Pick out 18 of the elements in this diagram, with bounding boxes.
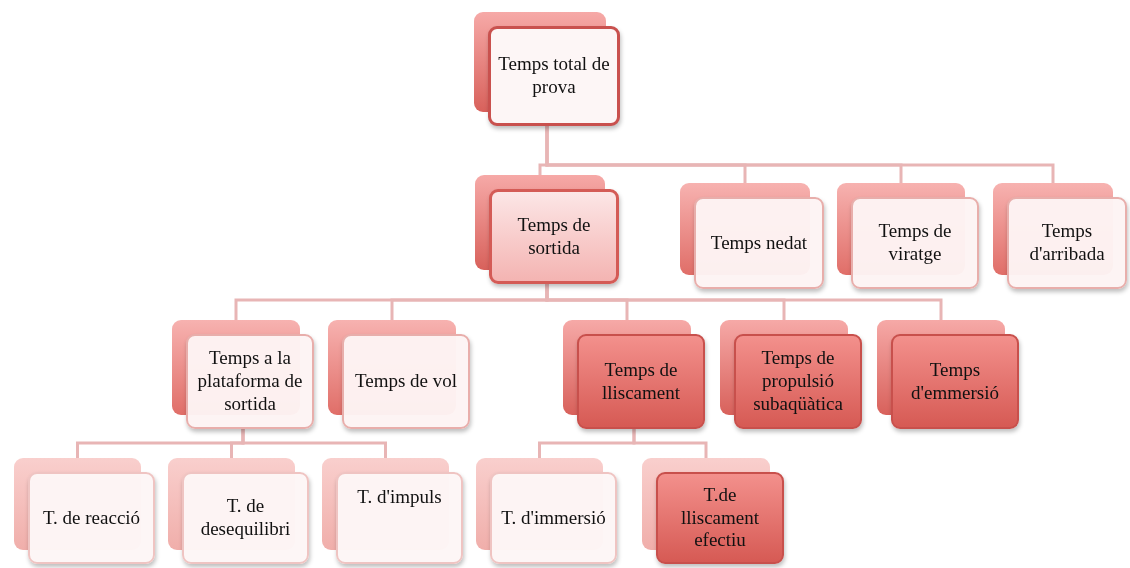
- box-label: Temps de sortida: [516, 213, 592, 260]
- connector-line: [241, 429, 387, 458]
- connector-line: [632, 429, 708, 458]
- box-label: Temps total de prova: [497, 53, 611, 99]
- box-label: T. de reacció: [42, 506, 141, 530]
- box-label: Temps de lliscament: [600, 358, 682, 405]
- box-label: Temps de viratge: [877, 220, 953, 266]
- box-label: Temps de vol: [354, 370, 458, 393]
- box-label: T.de lliscament efectiu: [679, 483, 761, 553]
- box-label: Temps d'emmersió: [910, 358, 1000, 405]
- box-label: Temps de propulsió subaqüàtica: [752, 347, 844, 416]
- box-label: T. d'immersió: [501, 506, 606, 530]
- box-label: T. d'impuls: [357, 486, 442, 509]
- box-label: Temps nedat: [710, 231, 808, 255]
- box-label: T. de desequilibri: [199, 495, 292, 541]
- connector-line: [545, 284, 943, 320]
- box-label: Temps a la plataforma de sortida: [196, 347, 304, 416]
- box-label: Temps d'arribada: [1028, 220, 1106, 266]
